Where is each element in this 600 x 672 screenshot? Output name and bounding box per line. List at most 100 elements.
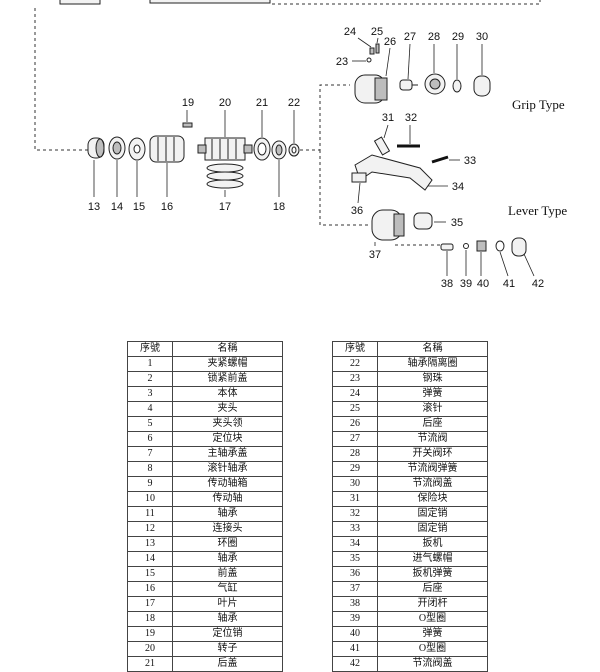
part-name-cell: 节流阀盖: [377, 476, 488, 492]
part-number-cell: 11: [127, 506, 173, 522]
callout-13: 13: [88, 201, 100, 213]
part-number-cell: 25: [332, 401, 378, 417]
callout-32: 32: [405, 112, 417, 124]
part-name-cell: 传动轴箱: [172, 476, 283, 492]
callout-14: 14: [111, 201, 123, 213]
part-number-cell: 28: [332, 446, 378, 462]
part-18-bearing: [271, 140, 287, 160]
part-number-cell: 36: [332, 566, 378, 582]
part-name-cell: 进气螺帽: [377, 551, 488, 567]
part-16-cylinder: [149, 135, 185, 163]
part-17-vanes: [206, 163, 244, 189]
callout-30: 30: [476, 31, 488, 43]
part-number-cell: 40: [332, 626, 378, 642]
part-number-cell: 17: [127, 596, 173, 612]
exploded-parts-diagram: 13 14 15 16 17 18 19 20 21 22 23 24 25 2…: [34, 0, 567, 290]
part-name-cell: 夹头领: [172, 416, 283, 432]
part-name-cell: 钢珠: [377, 371, 488, 387]
part-number-cell: 30: [332, 476, 378, 492]
callout-33: 33: [464, 155, 476, 167]
part-name-cell: 转子: [172, 641, 283, 657]
part-27-throttle-valve: [399, 79, 418, 91]
part-31-safety-block: [373, 136, 391, 156]
part-name-cell: 锁紧前盖: [172, 371, 283, 387]
part-name-cell: 扳机: [377, 536, 488, 552]
callout-28: 28: [428, 31, 440, 43]
column-header-no: 序號: [332, 341, 378, 357]
callout-37: 37: [369, 249, 381, 261]
callout-18: 18: [273, 201, 285, 213]
part-number-cell: 10: [127, 491, 173, 507]
part-name-cell: 夹紧螺帽: [172, 356, 283, 372]
part-38-open-close-rod: [440, 243, 454, 251]
part-34-trigger: [354, 154, 433, 191]
part-28-switch-valve-ring: [424, 73, 446, 95]
part-name-cell: 弹簧: [377, 386, 488, 402]
part-name-cell: 滚针: [377, 401, 488, 417]
part-number-cell: 39: [332, 611, 378, 627]
part-name-cell: 定位块: [172, 431, 283, 447]
callout-41: 41: [503, 278, 515, 290]
callout-22: 22: [288, 97, 300, 109]
part-name-cell: 开闭杆: [377, 596, 488, 612]
top-assembly-fragment: [59, 0, 271, 5]
part-name-cell: 节流阀盖: [377, 656, 488, 672]
part-24-spring: [369, 47, 375, 55]
part-name-cell: 固定销: [377, 521, 488, 537]
part-35-air-inlet-nut: [413, 212, 433, 230]
part-name-cell: O型圈: [377, 641, 488, 657]
part-number-cell: 14: [127, 551, 173, 567]
callout-27: 27: [404, 31, 416, 43]
part-name-cell: 扳机弹簧: [377, 566, 488, 582]
column-header-name: 名稱: [172, 341, 283, 357]
callout-19: 19: [182, 97, 194, 109]
callout-26: 26: [384, 36, 396, 48]
table-header-row: 序號 名稱: [127, 341, 283, 357]
callout-21: 21: [256, 97, 268, 109]
part-name-cell: 开关阀环: [377, 446, 488, 462]
part-number-cell: 32: [332, 506, 378, 522]
part-42-throttle-valve-cover: [511, 237, 527, 257]
part-name-cell: 叶片: [172, 596, 283, 612]
callout-34: 34: [452, 181, 464, 193]
part-name-cell: 前盖: [172, 566, 283, 582]
column-header-no: 序號: [127, 341, 173, 357]
part-number-cell: 41: [332, 641, 378, 657]
callout-35: 35: [451, 217, 463, 229]
callout-25: 25: [371, 26, 383, 38]
callout-15: 15: [133, 201, 145, 213]
part-41-o-ring: [495, 240, 505, 252]
callout-42: 42: [532, 278, 544, 290]
lever-type-label: Lever Type: [508, 203, 567, 218]
part-40-spring: [476, 240, 487, 252]
column-header-name: 名稱: [377, 341, 488, 357]
callout-39: 39: [460, 278, 472, 290]
part-26-rear-seat: [354, 74, 388, 104]
callout-38: 38: [441, 278, 453, 290]
